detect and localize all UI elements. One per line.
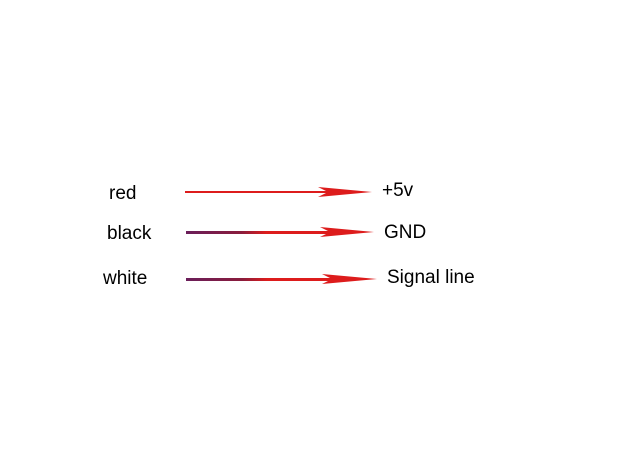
signal-label-5v: +5v — [382, 180, 414, 201]
wire-label-black: black — [107, 223, 152, 244]
wire-label-red: red — [109, 183, 136, 204]
arrow-right-icon — [186, 274, 377, 284]
wire-label-white: white — [102, 268, 147, 289]
signal-label-gnd: GND — [384, 222, 426, 243]
connection-row-black: black GND — [107, 222, 426, 244]
connection-row-white: white Signal line — [102, 267, 475, 289]
connection-row-red: red +5v — [109, 180, 414, 204]
arrow-right-icon — [185, 187, 372, 197]
arrow-right-icon — [186, 227, 374, 237]
signal-label-signal-line: Signal line — [387, 267, 475, 288]
